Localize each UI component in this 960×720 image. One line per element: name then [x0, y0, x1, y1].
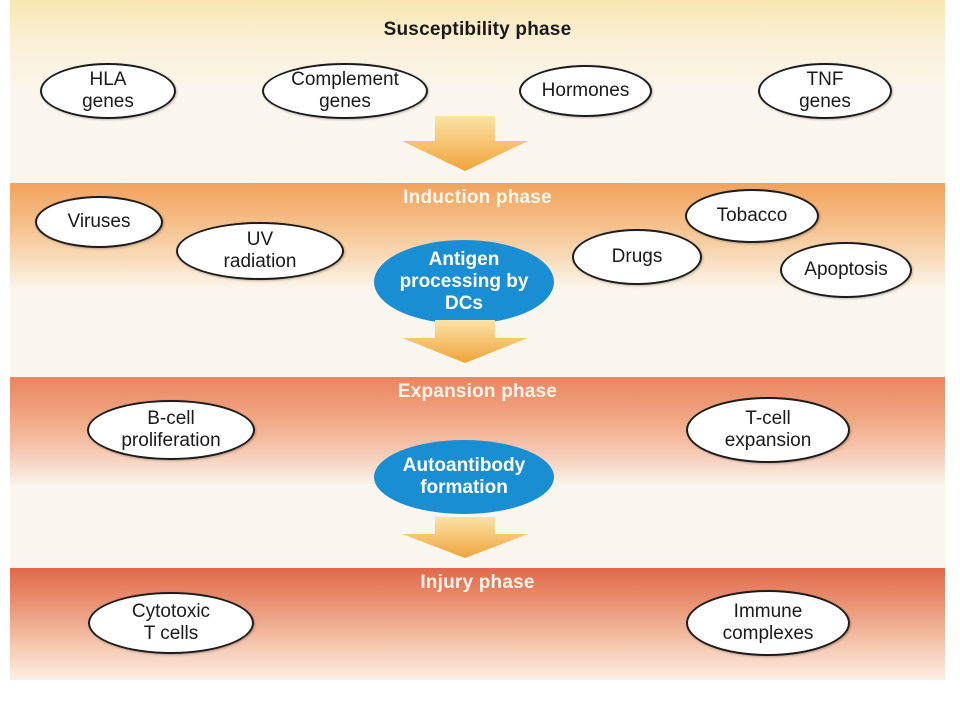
factor-apoptosis: Apoptosis [780, 242, 912, 298]
down-arrow-1 [402, 116, 528, 171]
factor-t-cell-expansion: T-cell expansion [686, 397, 850, 463]
factor-tnf-genes: TNF genes [758, 63, 892, 119]
susceptibility-phase-title: Susceptibility phase [383, 19, 572, 40]
factor-uv-radiation: UV radiation [176, 222, 344, 280]
factor-immune-complexes: Immune complexes [686, 590, 850, 656]
factor-tobacco: Tobacco [685, 189, 819, 243]
expansion-phase-title: Expansion phase [397, 381, 558, 402]
factor-cytotoxic-t-cells: Cytotoxic T cells [88, 592, 254, 654]
down-arrow-3 [402, 517, 528, 558]
injury-phase-title: Injury phase [420, 572, 535, 593]
autoantibody-formation-hub: Autoantibody formation [374, 440, 554, 514]
factor-viruses: Viruses [35, 196, 163, 248]
factor-b-cell-proliferation: B-cell proliferation [87, 400, 255, 460]
antigen-processing-hub: Antigen processing by DCs [374, 240, 554, 324]
diagram-canvas: Susceptibility phase HLA genes Complemen… [10, 0, 945, 680]
factor-hormones: Hormones [519, 65, 652, 117]
down-arrow-2 [402, 320, 528, 363]
factor-hla-genes: HLA genes [40, 63, 176, 119]
factor-complement-genes: Complement genes [262, 63, 428, 119]
factor-drugs: Drugs [572, 229, 702, 285]
induction-phase-title: Induction phase [403, 187, 552, 208]
